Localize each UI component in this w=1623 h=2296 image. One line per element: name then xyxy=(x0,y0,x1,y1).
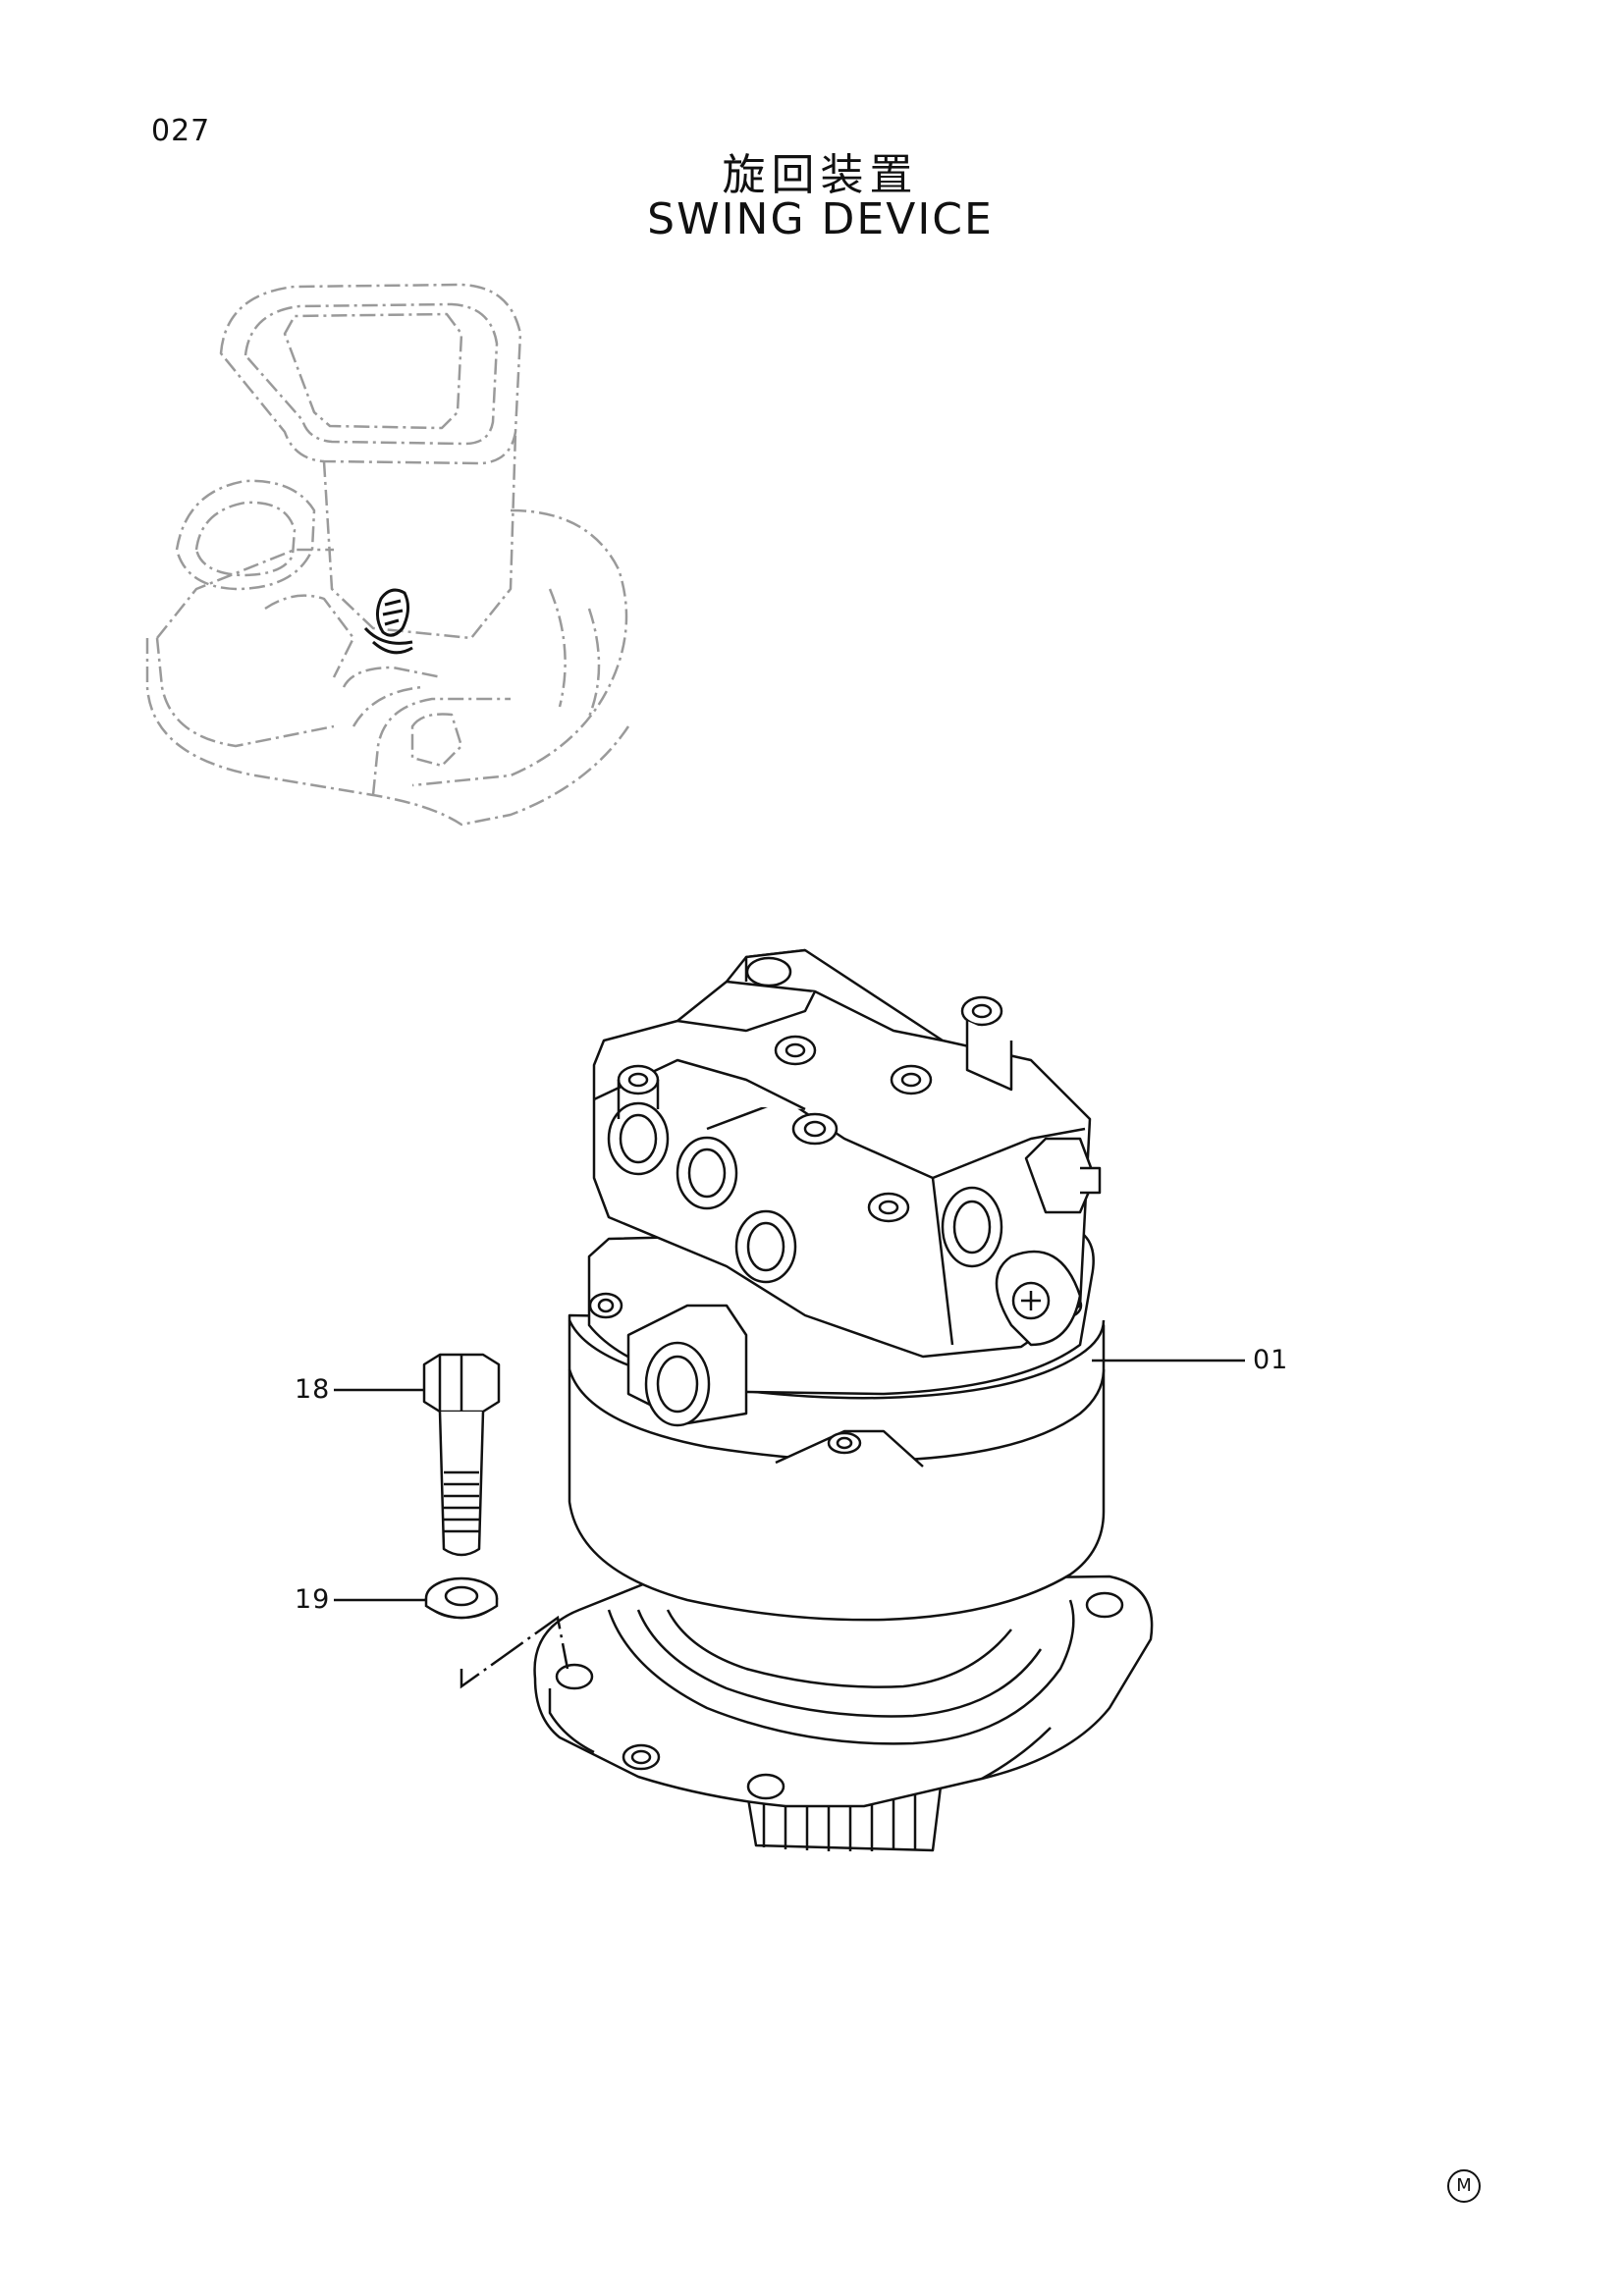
leader-lines xyxy=(334,1359,1245,1602)
callout-01: 01 xyxy=(1253,1345,1289,1375)
swing-device-location-marker xyxy=(363,588,413,655)
washer xyxy=(424,1576,499,1620)
valve-block xyxy=(592,948,1102,1359)
page-number: 027 xyxy=(151,114,211,148)
callout-18: 18 xyxy=(295,1374,331,1405)
title-japanese: 旋回装置 xyxy=(722,150,919,200)
mounting-flange xyxy=(533,1575,1154,1808)
callout-19: 19 xyxy=(295,1584,331,1615)
assembly-path xyxy=(460,1615,569,1689)
title-english: SWING DEVICE xyxy=(647,194,994,244)
swing-device xyxy=(533,948,1154,1852)
circled-m-mark: M xyxy=(1447,2169,1481,2203)
machine-locator-view xyxy=(145,283,630,827)
bolt xyxy=(422,1353,501,1557)
